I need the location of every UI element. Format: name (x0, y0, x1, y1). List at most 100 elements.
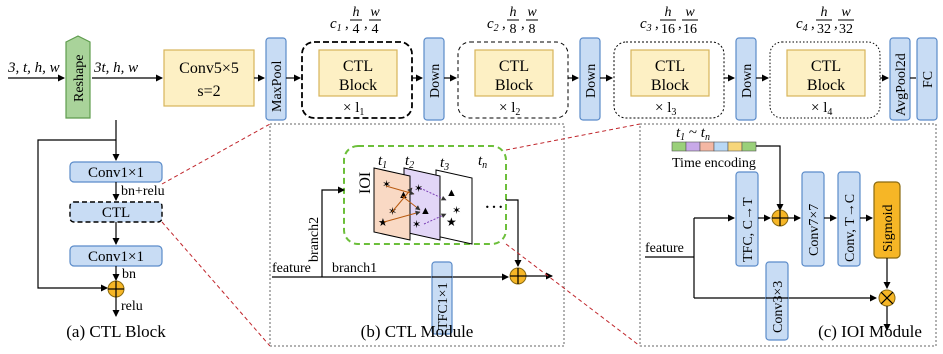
stage1-dashed-frame (301, 41, 413, 119)
svg-text:4: 4 (372, 22, 379, 37)
ioi-dashed-frame (343, 145, 507, 245)
top-pipeline: 3, t, h, w Reshape 3t, h, w Conv5×5 s=2 … (7, 5, 938, 121)
svg-text:▲: ▲ (398, 189, 409, 201)
svg-text:★: ★ (446, 215, 457, 229)
ctl-module-panel: IOI t1 t2 t3 tn ✶ ✶ ▲ ★ ✶ ▲ ✶ ▲ ✶ (269, 123, 565, 347)
svg-text:,: , (811, 16, 815, 32)
svg-text:t3: t3 (440, 155, 449, 173)
ioi-module-frame (639, 123, 937, 347)
svg-text:w: w (370, 5, 380, 20)
zoom-connector-top-b (505, 123, 641, 151)
svg-text:× l4: × l4 (811, 100, 832, 118)
caption-b: (b) CTL Module (361, 322, 474, 341)
svg-text:▲: ▲ (446, 187, 457, 199)
svg-text:t2: t2 (405, 153, 414, 171)
frame-t1-markers: ✶ ✶ ▲ ★ (378, 179, 421, 229)
frame-t2-markers: ✶ ▲ ✶ (412, 183, 447, 231)
ctl-module-frame (269, 123, 565, 347)
svg-text:Conv, T→C: Conv, T→C (843, 194, 858, 262)
stage1-channel: c1 (330, 16, 342, 34)
stage4-ctl-block (786, 49, 866, 97)
conv3x3-block (765, 261, 789, 341)
svg-text:32: 32 (817, 22, 831, 37)
stage2-ctl-block (474, 49, 554, 97)
stage1-ctl-block (318, 49, 398, 97)
svg-text:h: h (353, 5, 360, 20)
ioi-label: IOI (357, 172, 374, 194)
svg-text:✶: ✶ (412, 219, 421, 231)
svg-text:Down: Down (740, 64, 755, 98)
svg-text:Down: Down (428, 64, 443, 98)
maxpool-label: MaxPool (270, 61, 285, 112)
svg-text:,: , (834, 16, 838, 32)
svg-text:CTL: CTL (811, 58, 841, 75)
fc-block: FC (916, 37, 938, 121)
svg-text:8: 8 (529, 22, 536, 37)
svg-text:✶: ✶ (414, 183, 423, 195)
svg-text:Block: Block (807, 77, 845, 94)
svg-text:× l2: × l2 (499, 100, 520, 118)
frames-ellipsis: … (484, 191, 504, 213)
module-add-op (509, 267, 527, 285)
svg-text:tn: tn (478, 153, 487, 171)
svg-text:h: h (821, 5, 828, 20)
svg-text:AvgPool2d: AvgPool2d (894, 53, 909, 116)
svg-text:,: , (678, 16, 682, 32)
conv7x7-block (801, 171, 825, 267)
reshape-block: Reshape (65, 35, 91, 119)
maxpool-block: MaxPool (265, 37, 287, 121)
svg-text:4: 4 (353, 22, 360, 37)
svg-text:TFC1×1: TFC1×1 (436, 282, 451, 330)
svg-text:32: 32 (839, 22, 853, 37)
reshape-output-label: 3t, h, w (93, 60, 138, 76)
svg-text:▲: ▲ (420, 205, 431, 217)
svg-text:,: , (502, 16, 506, 32)
branch2-label: branch2 (307, 217, 322, 262)
conv5x5-label: Conv5×5 (179, 60, 239, 77)
stage3-ctl-block (630, 49, 710, 97)
down-block-3: Down (735, 37, 757, 121)
svg-text:,: , (345, 16, 349, 32)
svg-text:Block: Block (495, 77, 533, 94)
svg-text:CTL: CTL (499, 58, 529, 75)
svg-text:Conv3×3: Conv3×3 (771, 281, 786, 333)
stage1-multiplier: × l1 (343, 100, 364, 118)
reshape-label: Reshape (72, 55, 87, 102)
ctl-block-panel: Conv1×1 bn+relu CTL Conv1×1 bn relu (a) … (37, 120, 166, 341)
time-range-label: t1 ~ tn (676, 125, 710, 143)
svg-text:w: w (527, 5, 537, 20)
svg-text:CTL: CTL (655, 58, 685, 75)
svg-text:Conv1×1: Conv1×1 (88, 249, 144, 265)
svg-text:t1: t1 (378, 153, 387, 171)
svg-text:× l3: × l3 (655, 100, 676, 118)
svg-text:CTL: CTL (102, 205, 130, 221)
time-encoding-label: Time encoding (672, 156, 756, 171)
tfc-c-to-t-block (735, 171, 759, 267)
svg-text:c3: c3 (640, 16, 652, 34)
block-ctl-module (69, 201, 163, 223)
svg-text:✶: ✶ (452, 205, 461, 217)
svg-text:16: 16 (661, 22, 675, 37)
svg-text:Block: Block (339, 77, 377, 94)
svg-text:Conv1×1: Conv1×1 (88, 165, 144, 181)
svg-text:w: w (841, 5, 851, 20)
svg-text:,: , (655, 16, 659, 32)
svg-text:✶: ✶ (382, 179, 391, 191)
caption-a: (a) CTL Block (66, 322, 166, 341)
frame-t1 (373, 167, 411, 241)
caption-c: (c) IOI Module (818, 322, 922, 341)
frame-tn-markers: ▲ ✶ ★ (446, 187, 461, 229)
ioi-feature-label: feature (645, 241, 684, 256)
block-bn-relu-label: bn+relu (121, 184, 165, 199)
conv-t-to-c-block (837, 171, 861, 267)
down-block-2: Down (579, 37, 601, 121)
stage2-dashed-frame (457, 41, 569, 119)
zoom-connector-bottom-a (161, 221, 271, 347)
zoom-connector-top-a (161, 123, 271, 185)
tfc1x1-block (431, 261, 453, 335)
svg-text:8: 8 (510, 22, 517, 37)
block-relu-label: relu (121, 299, 143, 314)
svg-text:w: w (685, 5, 695, 20)
